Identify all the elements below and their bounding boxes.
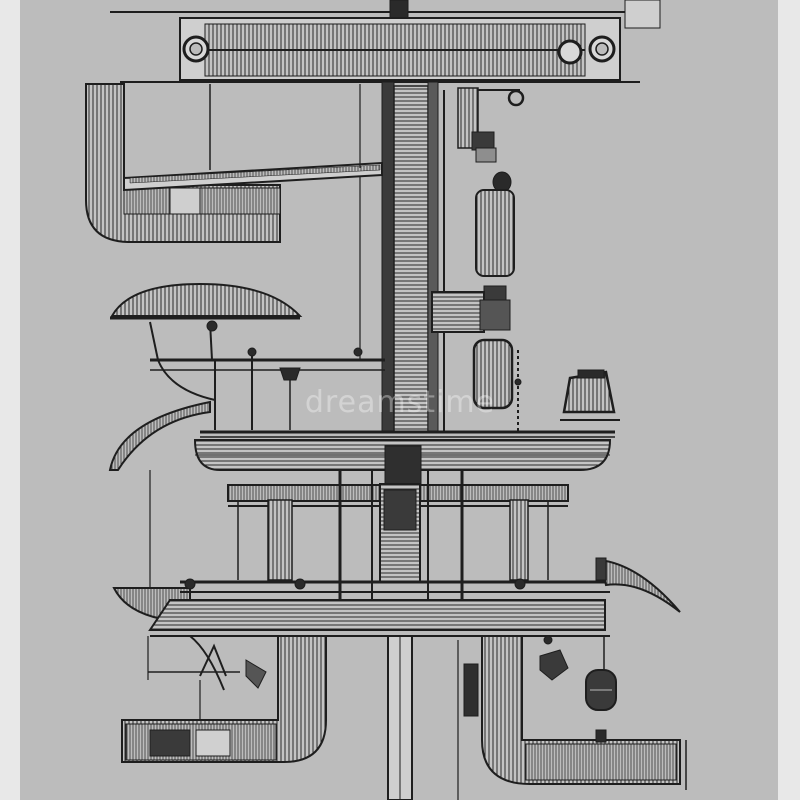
lower-right-elbow-duct — [457, 635, 687, 800]
main-deck — [193, 430, 615, 485]
left-canopy — [110, 282, 303, 401]
lower-deck — [112, 557, 681, 637]
right-middle-parts — [472, 338, 620, 432]
lower-cage — [149, 470, 569, 600]
top-beam — [110, 0, 661, 83]
lower-left-elbow-duct — [121, 635, 327, 763]
upper-right-fittings — [431, 87, 525, 333]
upper-left-elbow-duct — [85, 83, 383, 360]
central-column — [381, 81, 445, 433]
central-stem — [387, 635, 413, 800]
middle-frame — [108, 347, 385, 471]
